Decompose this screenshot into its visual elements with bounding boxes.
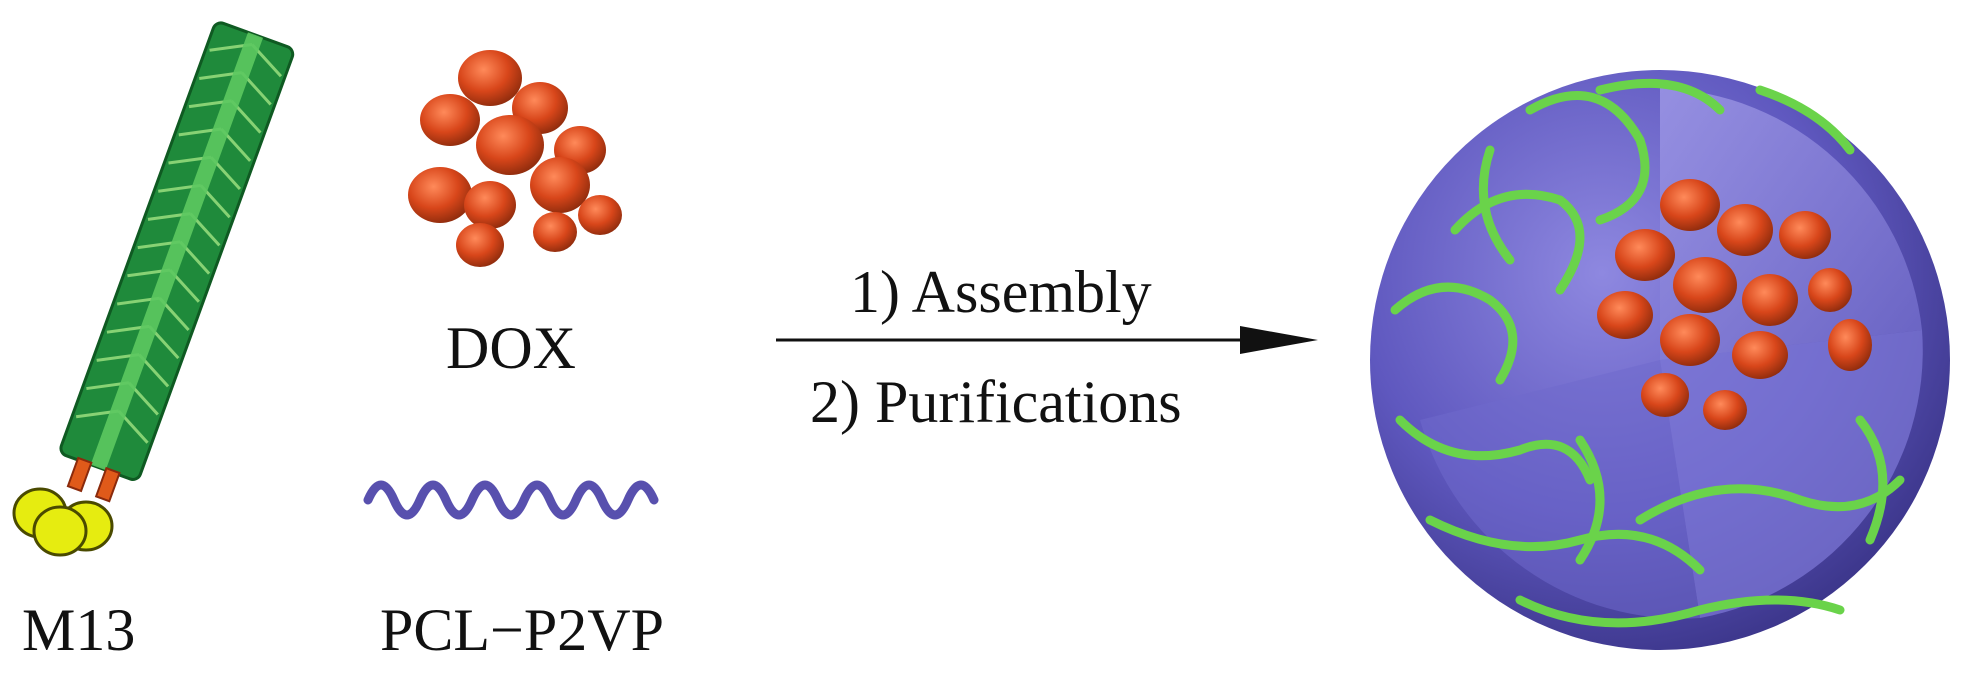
step-purification-label: 2) Purifications [810, 369, 1182, 435]
reaction-arrow [776, 326, 1318, 354]
m13-label: M13 [22, 597, 136, 663]
dox-label: DOX [446, 315, 576, 381]
polymer-chain-icon [363, 480, 659, 520]
polymer-label: PCL−P2VP [380, 597, 664, 663]
step-assembly-label: 1) Assembly [850, 259, 1152, 325]
nanoparticle-sphere-icon [1370, 70, 1950, 650]
dox-cluster-icon [408, 50, 622, 267]
m13-phage-icon [12, 21, 295, 557]
